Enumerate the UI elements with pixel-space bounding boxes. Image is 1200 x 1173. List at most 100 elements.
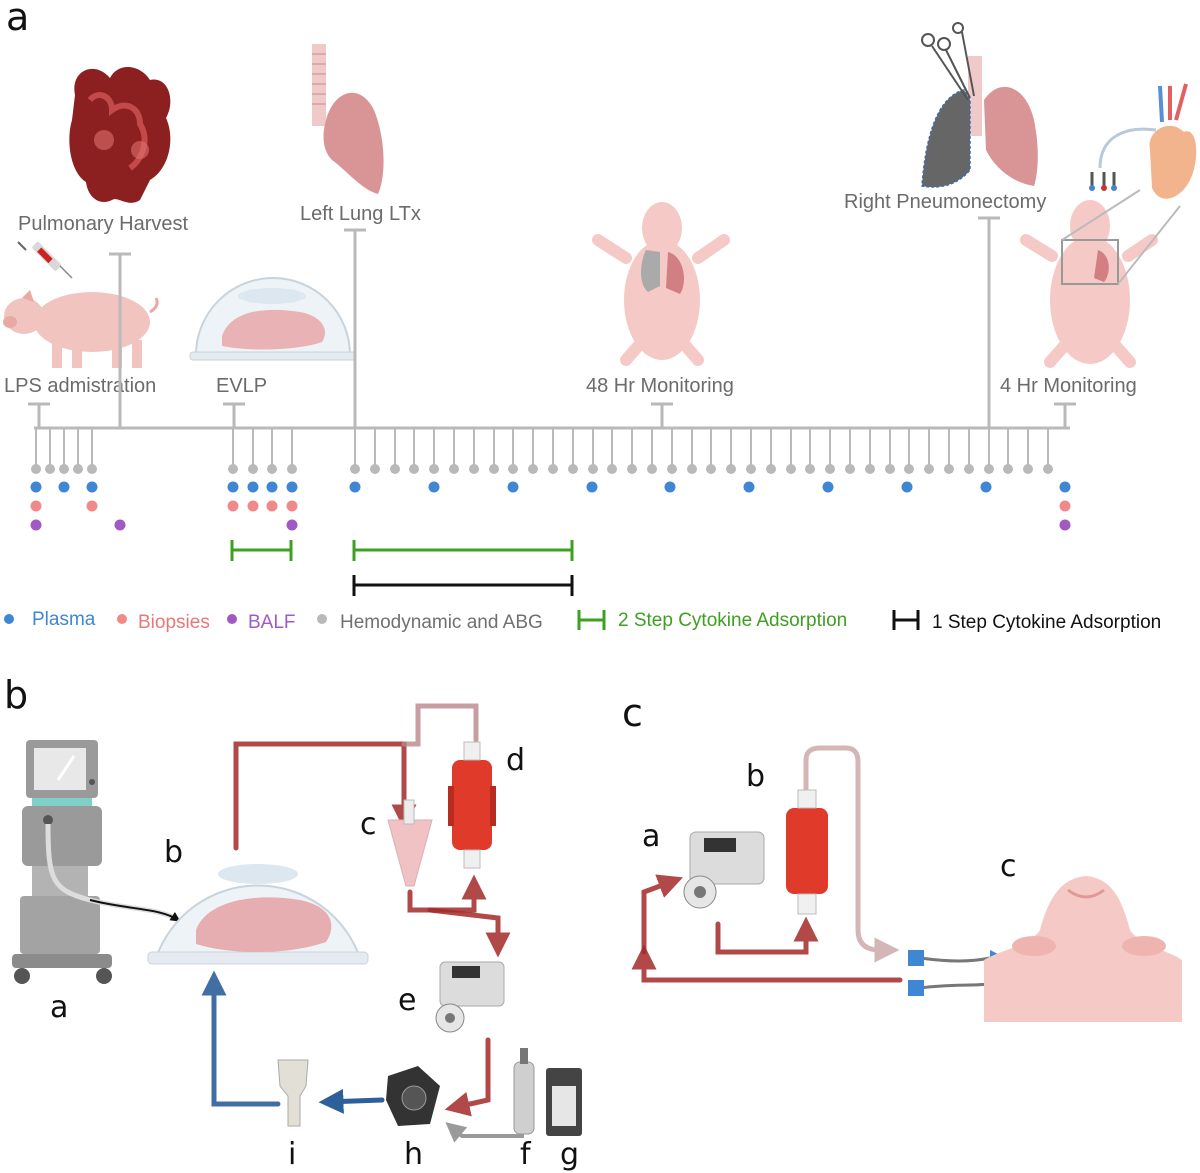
panel-b-e: e	[398, 983, 416, 1018]
event-marker-4hr	[1054, 402, 1076, 428]
heat-exchanger-i	[277, 1059, 309, 1127]
panel-b-c: c	[360, 807, 377, 842]
hemodynamic-dot	[228, 464, 238, 474]
pig-4hr-illustration	[1020, 83, 1197, 368]
plasma-dot	[349, 481, 361, 493]
event-label-4hr: 4 Hr Monitoring	[1000, 375, 1137, 397]
hemodynamic-dot	[489, 464, 499, 474]
arrow-to-pump	[427, 907, 511, 958]
hemodynamic-dot	[647, 464, 657, 474]
hemodynamic-dot	[1023, 464, 1033, 474]
heart-catheter-illustration	[1089, 83, 1197, 199]
hemodynamic-dot	[370, 464, 380, 474]
plasma-dot	[507, 481, 519, 493]
hemodynamic-dot	[59, 464, 69, 474]
panel-c-b: b	[746, 759, 765, 794]
plasma-dot	[586, 481, 598, 493]
plasma-dot	[428, 481, 440, 493]
ventilator-illustration	[12, 740, 181, 984]
hemodynamic-dot	[31, 464, 41, 474]
balf-dot	[114, 519, 126, 531]
biopsy-dot	[266, 500, 278, 512]
hemodynamic-dot	[766, 464, 776, 474]
hemodynamic-dot	[449, 464, 459, 474]
pulmonary-harvest-illustration	[69, 66, 171, 203]
balf-dot	[1059, 519, 1071, 531]
forceps-icon	[921, 22, 975, 101]
timepoints	[30, 428, 1071, 531]
panel-b-d: d	[506, 743, 525, 778]
panel-b-i: i	[288, 1137, 296, 1172]
panel-a-label: a	[6, 0, 29, 39]
arrow-gas-to-oxygenator	[445, 1108, 524, 1143]
plasma-dot	[743, 481, 755, 493]
panel-b-h: h	[404, 1137, 423, 1172]
hemodynamic-dot	[45, 464, 55, 474]
panel-c-label: c	[622, 691, 643, 735]
event-marker-evlp	[223, 402, 245, 428]
cytokine-filter-c	[786, 789, 828, 915]
hemodynamic-dot	[984, 464, 994, 474]
plasma-dot	[901, 481, 913, 493]
hemodynamic-dot	[746, 464, 756, 474]
gas-tank-f	[513, 1048, 535, 1135]
one-step-bracket-recipient	[352, 575, 574, 596]
hemodynamic-dot	[726, 464, 736, 474]
event-label-harvest: Pulmonary Harvest	[18, 213, 189, 235]
event-markers	[28, 216, 1076, 428]
hemodynamic-dot	[469, 464, 479, 474]
event-label-48hr: 48 Hr Monitoring	[586, 375, 734, 397]
legend-marker-balf	[227, 614, 237, 624]
event-marker-pneumonectomy	[978, 216, 1000, 428]
hemodynamic-dot	[805, 464, 815, 474]
hemodynamic-dot	[885, 464, 895, 474]
hemodynamic-dot	[667, 464, 677, 474]
legend-label-one-step: 1 Step Cytokine Adsorption	[932, 612, 1161, 633]
event-marker-48hr	[651, 402, 673, 428]
panel-b-f: f	[520, 1137, 532, 1172]
plasma-dot	[286, 481, 298, 493]
two-step-bracket-recipient	[352, 540, 574, 561]
plasma-dot	[1059, 481, 1071, 493]
hemodynamic-dot	[706, 464, 716, 474]
plasma-dot	[266, 481, 278, 493]
roller-pump-e	[435, 961, 505, 1033]
legend-label-biopsies: Biopsies	[138, 612, 210, 633]
hemodynamic-dot	[287, 464, 297, 474]
hemodynamic-dot	[1043, 464, 1053, 474]
hemodynamic-dot	[528, 464, 538, 474]
arrow-to-reservoir	[233, 741, 417, 851]
hemodynamic-dot	[627, 464, 637, 474]
gas-analyzer-g	[546, 1068, 582, 1136]
hemodynamic-dot	[350, 464, 360, 474]
hemodynamic-dot	[267, 464, 277, 474]
evlp-dome-illustration	[189, 277, 357, 361]
hemodynamic-dot	[687, 464, 697, 474]
panel-c-c: c	[1000, 849, 1017, 884]
hemodynamic-dot	[964, 464, 974, 474]
arrow-pump-to-oxygenator	[444, 1037, 491, 1117]
event-label-lps: LPS admistration	[4, 375, 156, 397]
pneumonectomy-illustration	[921, 22, 1038, 188]
panel-c-a: a	[642, 819, 660, 854]
hemodynamic-dot	[87, 464, 97, 474]
legend-label-hemodynamic: Hemodynamic and ABG	[340, 612, 543, 633]
plasma-dot	[822, 481, 834, 493]
roller-pump-c	[683, 831, 765, 909]
perfusion-circuit	[201, 703, 524, 1143]
event-marker-lps	[28, 402, 50, 428]
hemodynamic-dot	[409, 464, 419, 474]
plasma-dot	[30, 481, 42, 493]
hemodynamic-dot	[1003, 464, 1013, 474]
pig-top-view	[984, 876, 1182, 1022]
arrow-pump-to-filter	[715, 916, 819, 955]
plasma-dot	[664, 481, 676, 493]
balf-dot	[30, 519, 42, 531]
plasma-dot	[980, 481, 992, 493]
plasma-dot	[58, 481, 70, 493]
pig-illustration	[3, 290, 159, 368]
reservoir-illustration	[387, 799, 433, 887]
legend-marker-plasma	[4, 614, 14, 624]
hemodynamic-dot	[825, 464, 835, 474]
